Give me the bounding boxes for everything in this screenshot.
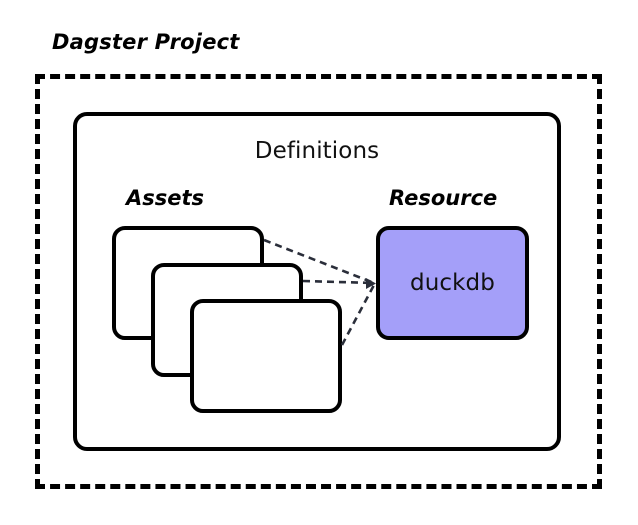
duckdb-resource-node[interactable]: duckdb — [376, 226, 529, 340]
project-title: Dagster Project — [52, 30, 240, 54]
asset-card[interactable] — [190, 299, 342, 413]
resource-group-label: Resource — [389, 186, 498, 210]
dagster-project-boundary — [35, 74, 602, 489]
assets-group-label: Assets — [126, 186, 205, 210]
definitions-label: Definitions — [254, 138, 380, 164]
duckdb-node-label: duckdb — [410, 270, 495, 296]
